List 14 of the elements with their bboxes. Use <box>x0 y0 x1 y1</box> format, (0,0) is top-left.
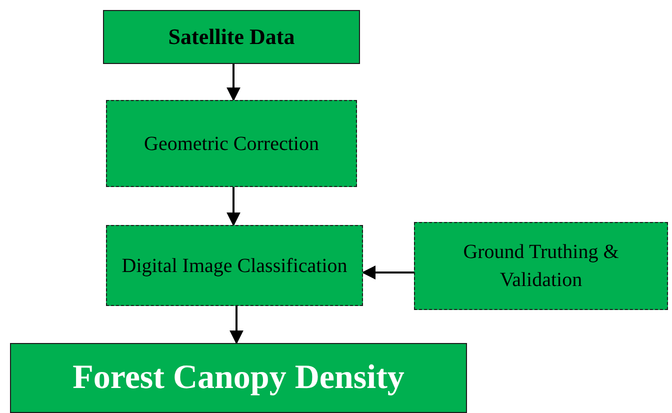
process-box <box>106 225 363 306</box>
box-label: Geometric Correction <box>144 132 319 156</box>
arrow <box>362 266 414 280</box>
box-label: Satellite Data <box>168 22 295 51</box>
process-box <box>103 10 360 64</box>
arrow <box>230 306 244 344</box>
process-box <box>10 343 467 413</box>
box-label: Forest Canopy Density <box>72 358 404 398</box>
box-label: Digital Image Classification <box>122 254 348 278</box>
process-box <box>106 100 357 187</box>
arrow <box>226 64 240 102</box>
arrow <box>226 187 240 226</box>
process-box <box>414 222 668 310</box>
box-label: Ground Truthing & Validation <box>462 240 620 293</box>
